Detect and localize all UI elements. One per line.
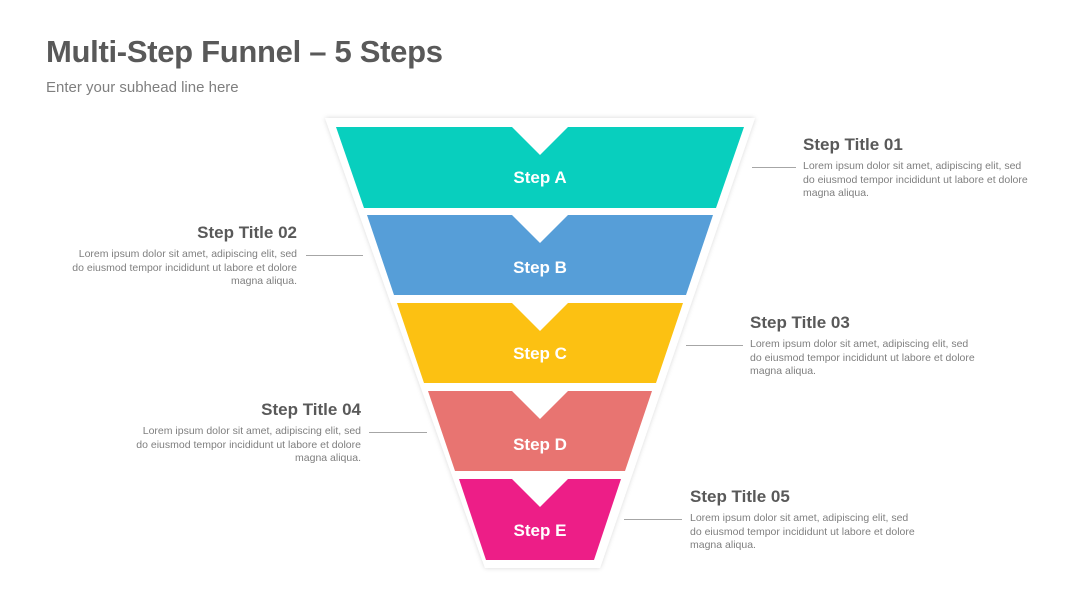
funnel-segment-d bbox=[428, 391, 652, 471]
page-title: Multi-Step Funnel – 5 Steps bbox=[46, 34, 443, 69]
funnel-segment-d-label: Step D bbox=[513, 435, 567, 454]
callout-text: Lorem ipsum dolor sit amet, adipiscing e… bbox=[803, 160, 1028, 199]
connector-line-01 bbox=[752, 167, 796, 168]
callout-title: Step Title 04 bbox=[261, 400, 361, 419]
connector-line-02 bbox=[306, 255, 363, 256]
callout-text: Lorem ipsum dolor sit amet, adipiscing e… bbox=[72, 248, 297, 287]
callout-text: Lorem ipsum dolor sit amet, adipiscing e… bbox=[690, 512, 915, 551]
funnel-segment-c-label: Step C bbox=[513, 344, 567, 363]
funnel-segment-a-label: Step A bbox=[513, 168, 566, 187]
callout-step-04: Step Title 04 Lorem ipsum dolor sit amet… bbox=[131, 400, 361, 466]
funnel-segment-e-label: Step E bbox=[514, 521, 567, 540]
callout-title: Step Title 01 bbox=[803, 135, 903, 154]
callout-text: Lorem ipsum dolor sit amet, adipiscing e… bbox=[750, 338, 975, 377]
funnel-segment-a bbox=[336, 127, 744, 208]
callout-step-05: Step Title 05 Lorem ipsum dolor sit amet… bbox=[690, 487, 920, 553]
funnel-segment-b bbox=[367, 215, 713, 295]
callout-title: Step Title 05 bbox=[690, 487, 790, 506]
callout-step-02: Step Title 02 Lorem ipsum dolor sit amet… bbox=[67, 223, 297, 289]
callout-step-01: Step Title 01 Lorem ipsum dolor sit amet… bbox=[803, 135, 1033, 201]
page-subhead: Enter your subhead line here bbox=[46, 79, 239, 96]
callout-title: Step Title 03 bbox=[750, 313, 850, 332]
callout-step-03: Step Title 03 Lorem ipsum dolor sit amet… bbox=[750, 313, 980, 379]
funnel-segment-c bbox=[397, 303, 683, 383]
connector-line-05 bbox=[624, 519, 682, 520]
callout-text: Lorem ipsum dolor sit amet, adipiscing e… bbox=[136, 425, 361, 464]
connector-line-03 bbox=[686, 345, 743, 346]
callout-title: Step Title 02 bbox=[197, 223, 297, 242]
funnel-segment-b-label: Step B bbox=[513, 258, 567, 277]
funnel-segment-e bbox=[459, 479, 621, 560]
connector-line-04 bbox=[369, 432, 427, 433]
